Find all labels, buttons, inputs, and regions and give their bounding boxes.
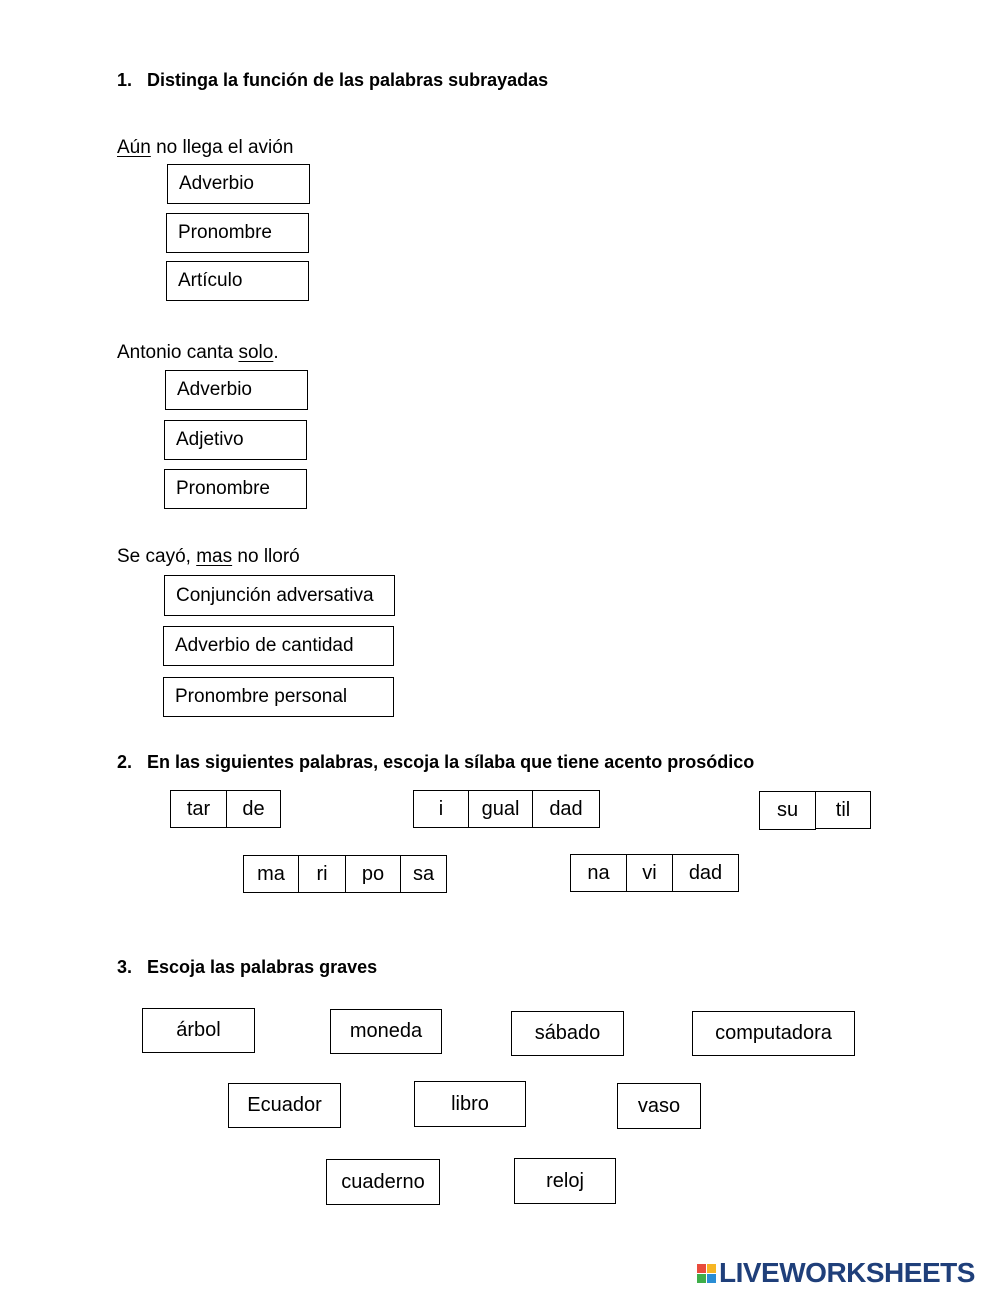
option-pronombre[interactable]: Pronombre [164,469,307,509]
syllable-button[interactable]: ma [243,855,299,893]
option-adverbio[interactable]: Adverbio [167,164,310,204]
section-3-title: Escoja las palabras graves [147,957,378,977]
syllable-button[interactable]: gual [468,790,533,828]
syllable-button[interactable]: vi [626,854,673,892]
option-conjuncion-adversativa[interactable]: Conjunción adversativa [164,575,395,616]
word-ecuador[interactable]: Ecuador [228,1083,341,1128]
word-igualdad: i gual dad [413,790,600,828]
section-1-number: 1. [117,70,133,90]
liveworksheets-logo: LIVEWORKSHEETS [697,1257,975,1289]
word-moneda[interactable]: moneda [330,1009,442,1054]
word-computadora[interactable]: computadora [692,1011,855,1056]
word-cuaderno[interactable]: cuaderno [326,1159,440,1205]
word-tarde: tar de [170,790,281,828]
syllable-button[interactable]: de [226,790,281,828]
word-libro[interactable]: libro [414,1081,526,1127]
option-pronombre[interactable]: Pronombre [166,213,309,253]
section-3-number: 3. [117,957,133,977]
option-adjetivo[interactable]: Adjetivo [164,420,307,460]
word-reloj[interactable]: reloj [514,1158,616,1204]
option-adverbio[interactable]: Adverbio [165,370,308,410]
sentence-1: Aún no llega el avión [117,137,293,159]
word-mariposa: ma ri po sa [243,855,447,893]
syllable-button[interactable]: sa [400,855,447,893]
underlined-word: mas [196,546,233,567]
sentence-text: . [273,342,279,363]
underlined-word: Aún [117,137,151,158]
section-1-heading: 1. Distinga la función de las palabras su… [117,70,548,91]
section-3-heading: 3. Escoja las palabras graves [117,957,377,978]
word-navidad: na vi dad [570,854,739,892]
logo-icon [697,1263,716,1283]
sentence-2: Antonio canta solo. [117,342,279,364]
sentence-3: Se cayó, mas no lloró [117,546,300,568]
section-2-heading: 2. En las siguientes palabras, escoja la … [117,752,754,773]
sentence-text: no llega el avión [150,137,294,158]
word-vaso[interactable]: vaso [617,1083,701,1129]
syllable-button[interactable]: na [570,854,627,892]
syllable-button[interactable]: dad [532,790,600,828]
section-2-number: 2. [117,752,133,772]
sentence-text: no lloró [232,546,300,567]
syllable-button[interactable]: po [345,855,401,893]
option-adverbio-de-cantidad[interactable]: Adverbio de cantidad [163,626,394,666]
syllable-button[interactable]: til [815,791,871,829]
word-sabado[interactable]: sábado [511,1011,624,1056]
section-1-title: Distinga la función de las palabras subr… [147,70,549,90]
syllable-button[interactable]: i [413,790,469,828]
sentence-text: Se cayó, [117,546,197,567]
logo-text: LIVEWORKSHEETS [719,1257,975,1288]
option-articulo[interactable]: Artículo [166,261,309,301]
section-2-title: En las siguientes palabras, escoja la sí… [147,752,755,772]
syllable-button[interactable]: ri [298,855,346,893]
underlined-word: solo [238,342,274,363]
sentence-text: Antonio canta [117,342,239,363]
syllable-button[interactable]: tar [170,790,227,828]
syllable-button[interactable]: su [759,791,816,830]
syllable-button[interactable]: dad [672,854,739,892]
word-arbol[interactable]: árbol [142,1008,255,1053]
option-pronombre-personal[interactable]: Pronombre personal [163,677,394,717]
word-sutil: su til [759,791,871,830]
